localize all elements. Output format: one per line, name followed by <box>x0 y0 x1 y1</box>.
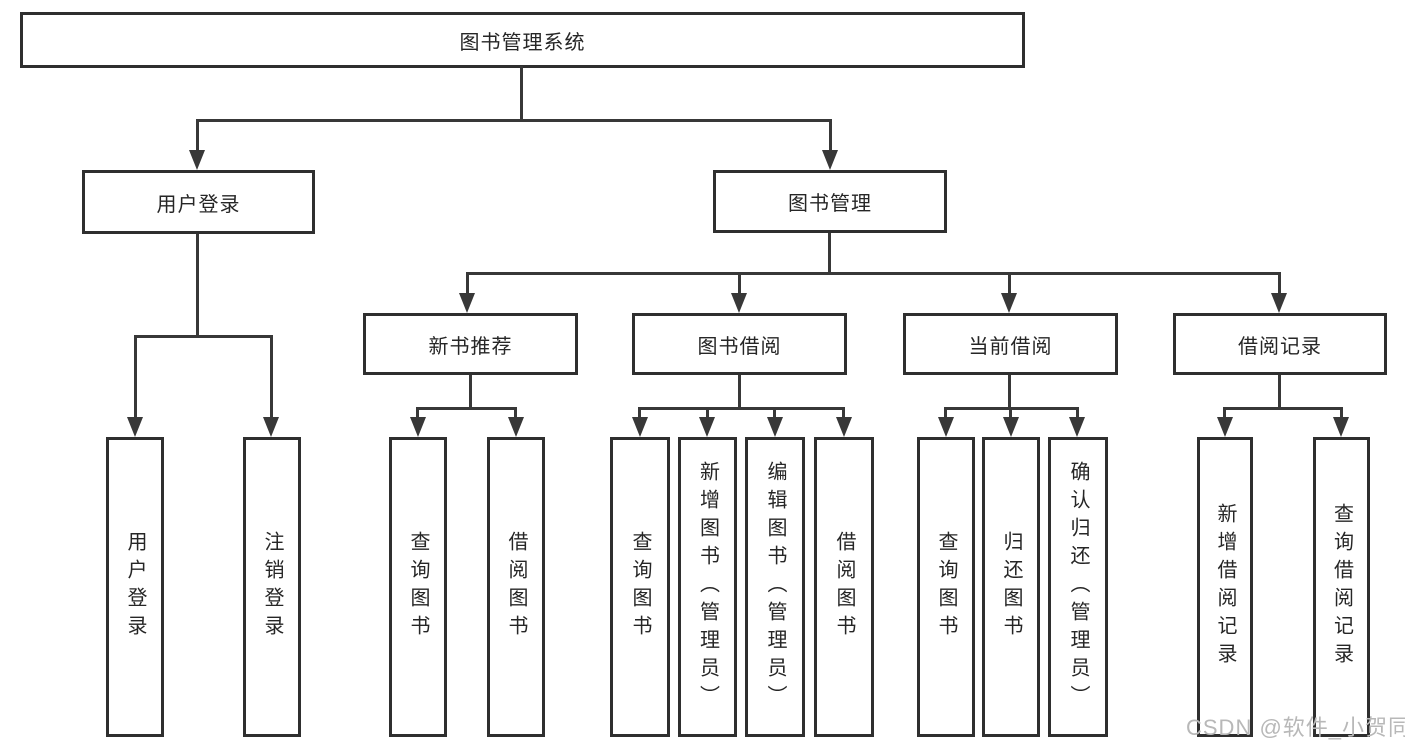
node-label: 归还图书 <box>1000 531 1022 643</box>
node-label: 注销登录 <box>261 531 283 643</box>
leaf-user-login: 用户登录 <box>106 437 164 737</box>
connector-root-split <box>196 119 832 122</box>
connector-stem-book-management <box>829 119 832 152</box>
connector-new-book-split <box>416 407 517 410</box>
node-label: 借阅图书 <box>833 531 855 643</box>
arrowhead-down-icon <box>1001 293 1017 313</box>
node-book-borrowing: 图书借阅 <box>632 313 847 375</box>
connector-stem <box>1009 407 1012 419</box>
leaf-query-borrow-record: 查询借阅记录 <box>1313 437 1370 737</box>
arrowhead-down-icon <box>1333 417 1349 437</box>
connector-book-management-drop <box>828 233 831 274</box>
node-label: 新增图书（管理员） <box>696 461 719 713</box>
connector-stem <box>1340 407 1343 419</box>
node-borrowing-records: 借阅记录 <box>1173 313 1387 375</box>
leaf-confirm-return-admin: 确认归还（管理员） <box>1048 437 1108 737</box>
connector-user-login-split <box>134 335 273 338</box>
node-label: 编辑图书（管理员） <box>764 461 786 713</box>
leaf-query-books-borrowing: 查询图书 <box>610 437 670 737</box>
connector-stem <box>944 407 947 419</box>
connector-book-management-split <box>466 272 1281 275</box>
arrowhead-down-icon <box>731 293 747 313</box>
connector-stem <box>842 407 845 419</box>
connector-current-borrowing-drop <box>1008 375 1011 409</box>
node-label: 当前借阅 <box>968 335 1053 358</box>
leaf-borrow-books-borrowing: 借阅图书 <box>814 437 874 737</box>
node-label: 图书借阅 <box>697 335 782 358</box>
connector-stem <box>1076 407 1079 419</box>
node-library-management-system: 图书管理系统 <box>20 12 1025 68</box>
arrowhead-down-icon <box>767 417 783 437</box>
leaf-logout: 注销登录 <box>243 437 301 737</box>
arrowhead-down-icon <box>836 417 852 437</box>
leaf-borrow-books-recommend: 借阅图书 <box>487 437 545 737</box>
node-label: 新书推荐 <box>428 335 513 358</box>
node-label: 确认归还（管理员） <box>1067 461 1089 713</box>
connector-stem-new-book <box>466 272 469 295</box>
node-label: 图书管理 <box>788 193 872 215</box>
connector-stem-user-login <box>196 119 199 152</box>
connector-root-drop <box>520 66 523 121</box>
node-label: 借阅图书 <box>505 531 527 643</box>
leaf-query-books-recommend: 查询图书 <box>389 437 447 737</box>
connector-stem <box>1223 407 1226 419</box>
connector-borrowing-records-split <box>1223 407 1343 410</box>
connector-stem <box>638 407 641 419</box>
node-user-login: 用户登录 <box>82 170 315 234</box>
leaf-edit-book-admin: 编辑图书（管理员） <box>745 437 805 737</box>
arrowhead-down-icon <box>699 417 715 437</box>
arrowhead-down-icon <box>632 417 648 437</box>
node-label: 查询借阅记录 <box>1330 503 1353 671</box>
node-label: 查询图书 <box>935 531 957 643</box>
connector-stem <box>416 407 419 419</box>
leaf-return-books: 归还图书 <box>982 437 1040 737</box>
arrowhead-down-icon <box>1217 417 1233 437</box>
arrowhead-down-icon <box>410 417 426 437</box>
leaf-add-borrow-record: 新增借阅记录 <box>1197 437 1253 737</box>
connector-stem-borrowing-records <box>1278 272 1281 295</box>
node-label: 用户登录 <box>156 193 241 216</box>
arrowhead-down-icon <box>938 417 954 437</box>
arrowhead-down-icon <box>1271 293 1287 313</box>
connector-stem <box>514 407 517 419</box>
connector-stem-leaf-logout <box>270 335 273 419</box>
node-label: 图书管理系统 <box>459 31 586 54</box>
leaf-add-book-admin: 新增图书（管理员） <box>678 437 737 737</box>
arrowhead-down-icon <box>1003 417 1019 437</box>
connector-stem-book-borrowing <box>738 272 741 295</box>
connector-stem-current-borrowing <box>1008 272 1011 295</box>
node-new-book-recommendation: 新书推荐 <box>363 313 578 375</box>
arrowhead-down-icon <box>127 417 143 437</box>
arrowhead-down-icon <box>189 150 205 170</box>
connector-stem <box>773 407 776 419</box>
arrowhead-down-icon <box>263 417 279 437</box>
node-label: 新增借阅记录 <box>1214 503 1236 671</box>
node-label: 用户登录 <box>124 531 146 643</box>
connector-borrowing-records-drop <box>1278 375 1281 409</box>
node-label: 查询图书 <box>407 531 429 643</box>
csdn-watermark: CSDN @软件_小贺同学 <box>1186 715 1405 740</box>
arrowhead-down-icon <box>822 150 838 170</box>
connector-stem <box>706 407 709 419</box>
arrowhead-down-icon <box>1069 417 1085 437</box>
leaf-query-books-current: 查询图书 <box>917 437 975 737</box>
node-book-management: 图书管理 <box>713 170 947 233</box>
node-label: 查询图书 <box>629 531 651 643</box>
connector-book-borrowing-split <box>638 407 845 410</box>
arrowhead-down-icon <box>459 293 475 313</box>
node-current-borrowing: 当前借阅 <box>903 313 1118 375</box>
connector-new-book-drop <box>469 375 472 409</box>
connector-stem-leaf-user-login <box>134 335 137 419</box>
connector-user-login-drop <box>196 234 199 337</box>
arrowhead-down-icon <box>508 417 524 437</box>
connector-book-borrowing-drop <box>738 375 741 409</box>
node-label: 借阅记录 <box>1238 335 1322 358</box>
